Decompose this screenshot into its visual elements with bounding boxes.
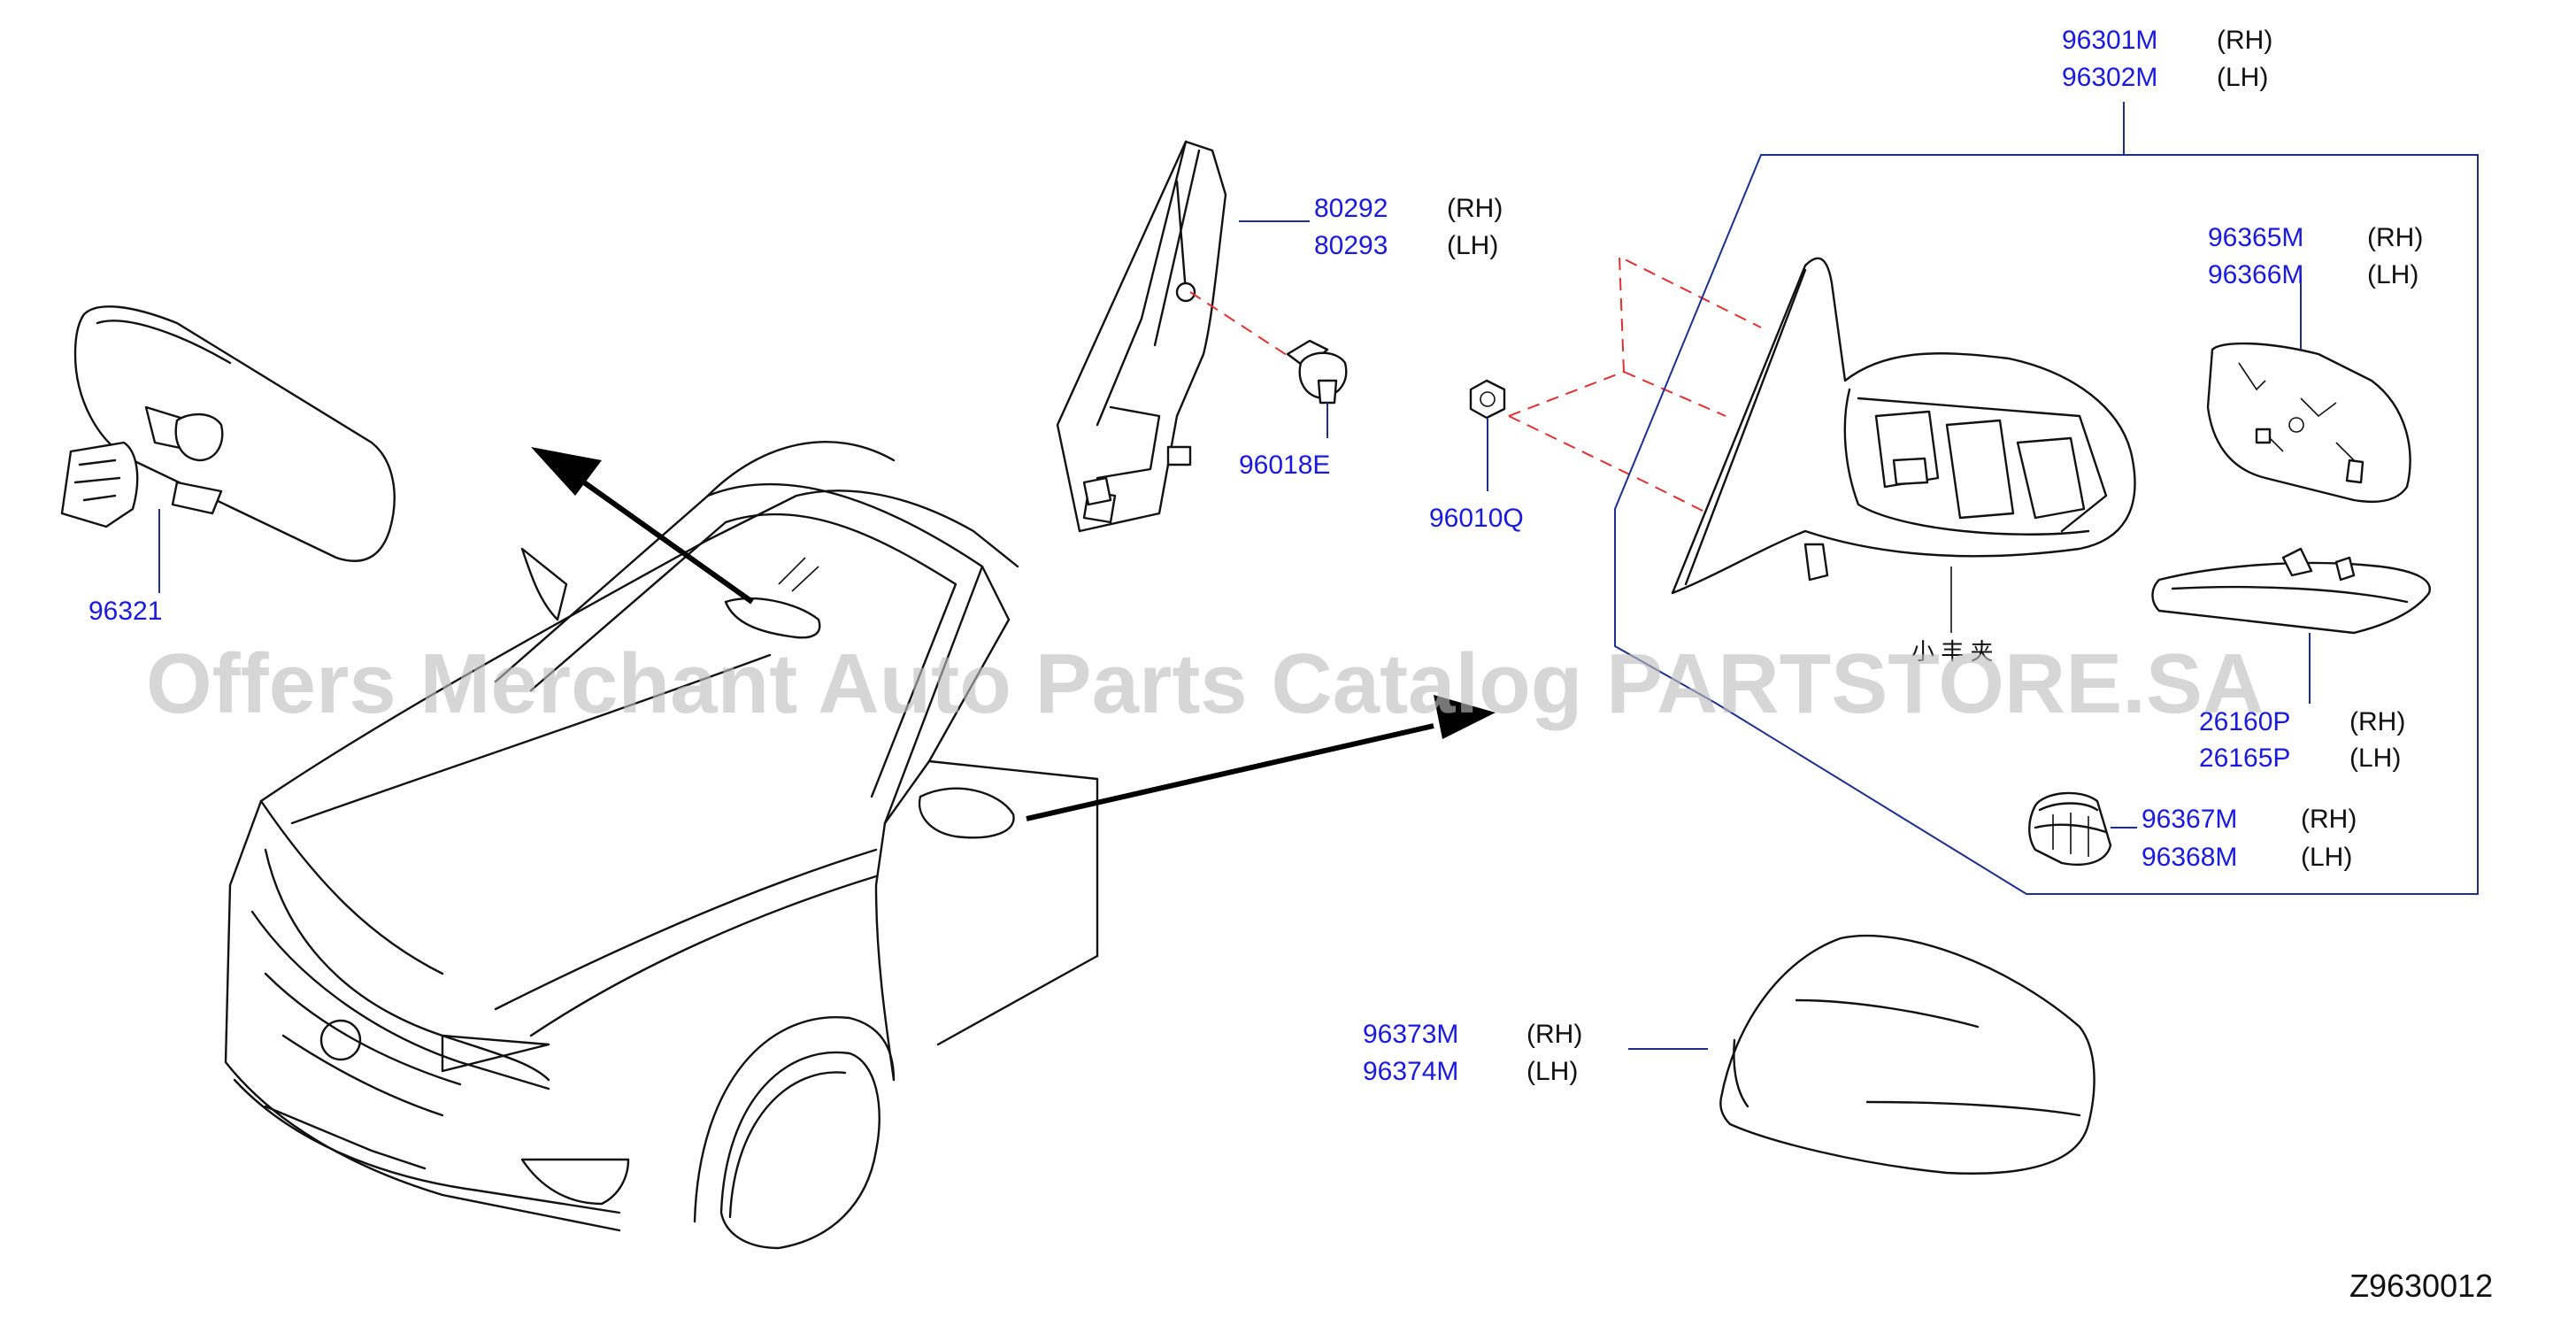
door-mirror-assembly: 小 丰 夹 — [1614, 102, 2479, 895]
part-number-96301M: 96301M — [2062, 26, 2157, 55]
arrow-to-door-mirror — [1026, 723, 1434, 821]
side-label-96368M: (LH) — [2301, 843, 2352, 872]
callout-arrows — [531, 447, 1496, 821]
watermark-text: Offers Merchant Auto Parts Catalog PARTS… — [146, 636, 2264, 731]
car-illustration — [224, 441, 1099, 1250]
side-label-96365M: (RH) — [2367, 223, 2423, 252]
side-label-96301M: (RH) — [2217, 26, 2272, 55]
corner-finisher-part — [1056, 140, 1348, 533]
part-number-96373M: 96373M — [1363, 1020, 1458, 1049]
clip-part — [1286, 339, 1348, 405]
actuator-part — [2028, 791, 2137, 866]
side-label-26165P: (LH) — [2349, 744, 2401, 773]
turn-lamp-part — [2151, 547, 2431, 704]
side-label-96374M: (LH) — [1526, 1057, 1578, 1086]
part-number-96368M: 96368M — [2142, 843, 2237, 872]
part-number-96374M: 96374M — [1363, 1057, 1458, 1086]
svg-text:小 丰 夹: 小 丰 夹 — [1911, 638, 1993, 665]
part-number-96018E: 96018E — [1239, 451, 1330, 480]
part-number-96321: 96321 — [88, 597, 162, 626]
side-label-80293: (LH) — [1447, 231, 1498, 260]
arrow-to-inside-mirror — [582, 480, 754, 605]
side-label-26160P: (RH) — [2349, 707, 2405, 736]
inside-mirror-part: 96321 — [60, 305, 396, 626]
part-number-80293: 80293 — [1314, 231, 1388, 260]
part-number-26160P: 26160P — [2199, 707, 2290, 736]
diagram-code: Z9630012 — [2349, 1268, 2493, 1304]
part-number-96302M: 96302M — [2062, 63, 2157, 92]
side-label-96373M: (RH) — [1526, 1020, 1582, 1049]
side-label-96367M: (RH) — [2301, 805, 2357, 834]
part-number-96367M: 96367M — [2142, 805, 2237, 834]
side-label-96302M: (LH) — [2217, 63, 2268, 92]
part-number-96010Q: 96010Q — [1429, 504, 1524, 533]
car-inside-mirror — [724, 597, 821, 639]
part-number-96365M: 96365M — [2208, 223, 2303, 252]
nut-part — [1469, 379, 1506, 491]
emblem-icon — [319, 1019, 362, 1061]
part-number-26165P: 26165P — [2199, 744, 2290, 773]
side-label-96366M: (LH) — [2367, 260, 2418, 289]
car-door-mirror — [918, 787, 1015, 839]
assembly-dash-lines — [1508, 255, 1762, 523]
part-number-80292: 80292 — [1314, 194, 1388, 223]
side-label-80292: (RH) — [1447, 194, 1503, 223]
assembly-bracket-frame — [1614, 154, 2479, 895]
mirror-glass-part — [2206, 342, 2411, 504]
mirror-cover-part — [1628, 934, 2095, 1175]
part-number-96366M: 96366M — [2208, 260, 2303, 289]
